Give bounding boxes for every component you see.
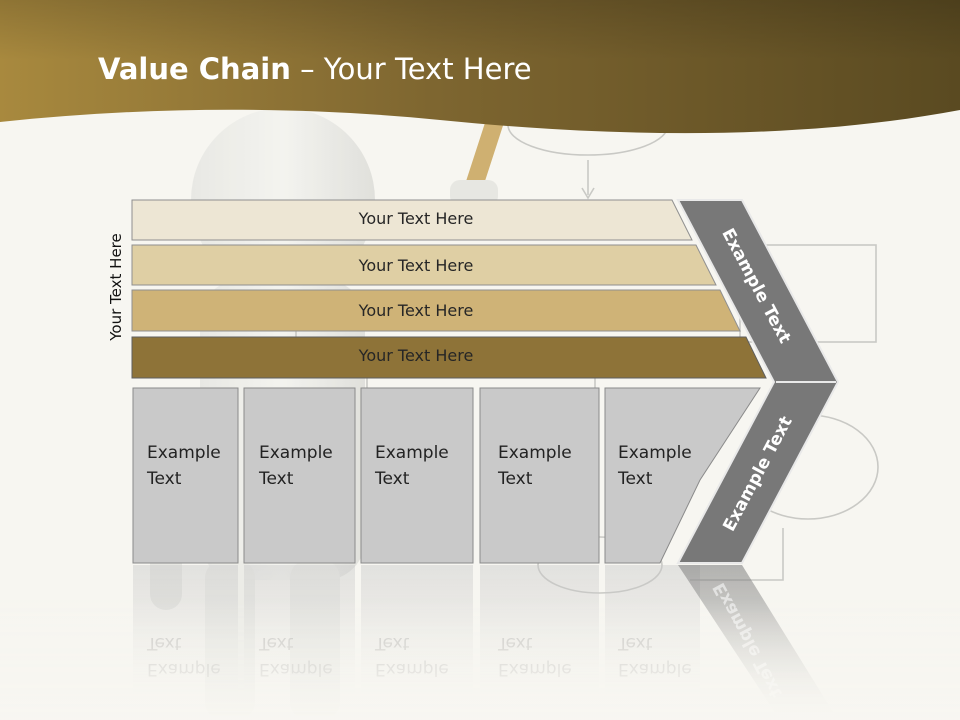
column-4-line-1: Example [498, 443, 572, 463]
column-2-line-2: Text [259, 469, 294, 489]
column-box-1 [132, 387, 239, 564]
column-5-line-2: Text [618, 469, 653, 489]
title-bold: Value Chain [98, 52, 291, 86]
column-3-line-1: Example [375, 443, 449, 463]
column-box-4 [479, 387, 600, 564]
column-3-line-2: Text [375, 469, 410, 489]
title-rest: – Your Text Here [290, 52, 532, 86]
column-2-text: Example Text [259, 440, 359, 492]
column-1-line-1: Example [147, 443, 221, 463]
row-3-bar [131, 289, 741, 332]
row-3-label: Your Text Here [358, 301, 474, 320]
row-2-bar [131, 244, 717, 286]
row-4-bar [131, 336, 767, 379]
column-box-5 [604, 387, 761, 564]
row-1-label: Your Text Here [358, 209, 474, 228]
row-1-bar [131, 199, 693, 241]
column-4-line-2: Text [498, 469, 533, 489]
column-box-3 [360, 387, 474, 564]
column-3-text: Example Text [375, 440, 475, 492]
row-2-label: Your Text Here [358, 256, 474, 275]
side-label: Your Text Here [107, 233, 125, 341]
column-box-2 [243, 387, 356, 564]
column-2-line-1: Example [259, 443, 333, 463]
column-1-text: Example Text [147, 440, 247, 492]
column-5-line-1: Example [618, 443, 692, 463]
column-5-text: Example Text [618, 440, 718, 492]
page-title: Value Chain – Your Text Here [98, 52, 532, 86]
column-4-text: Example Text [498, 440, 598, 492]
column-1-line-2: Text [147, 469, 182, 489]
row-4-label: Your Text Here [358, 346, 474, 365]
